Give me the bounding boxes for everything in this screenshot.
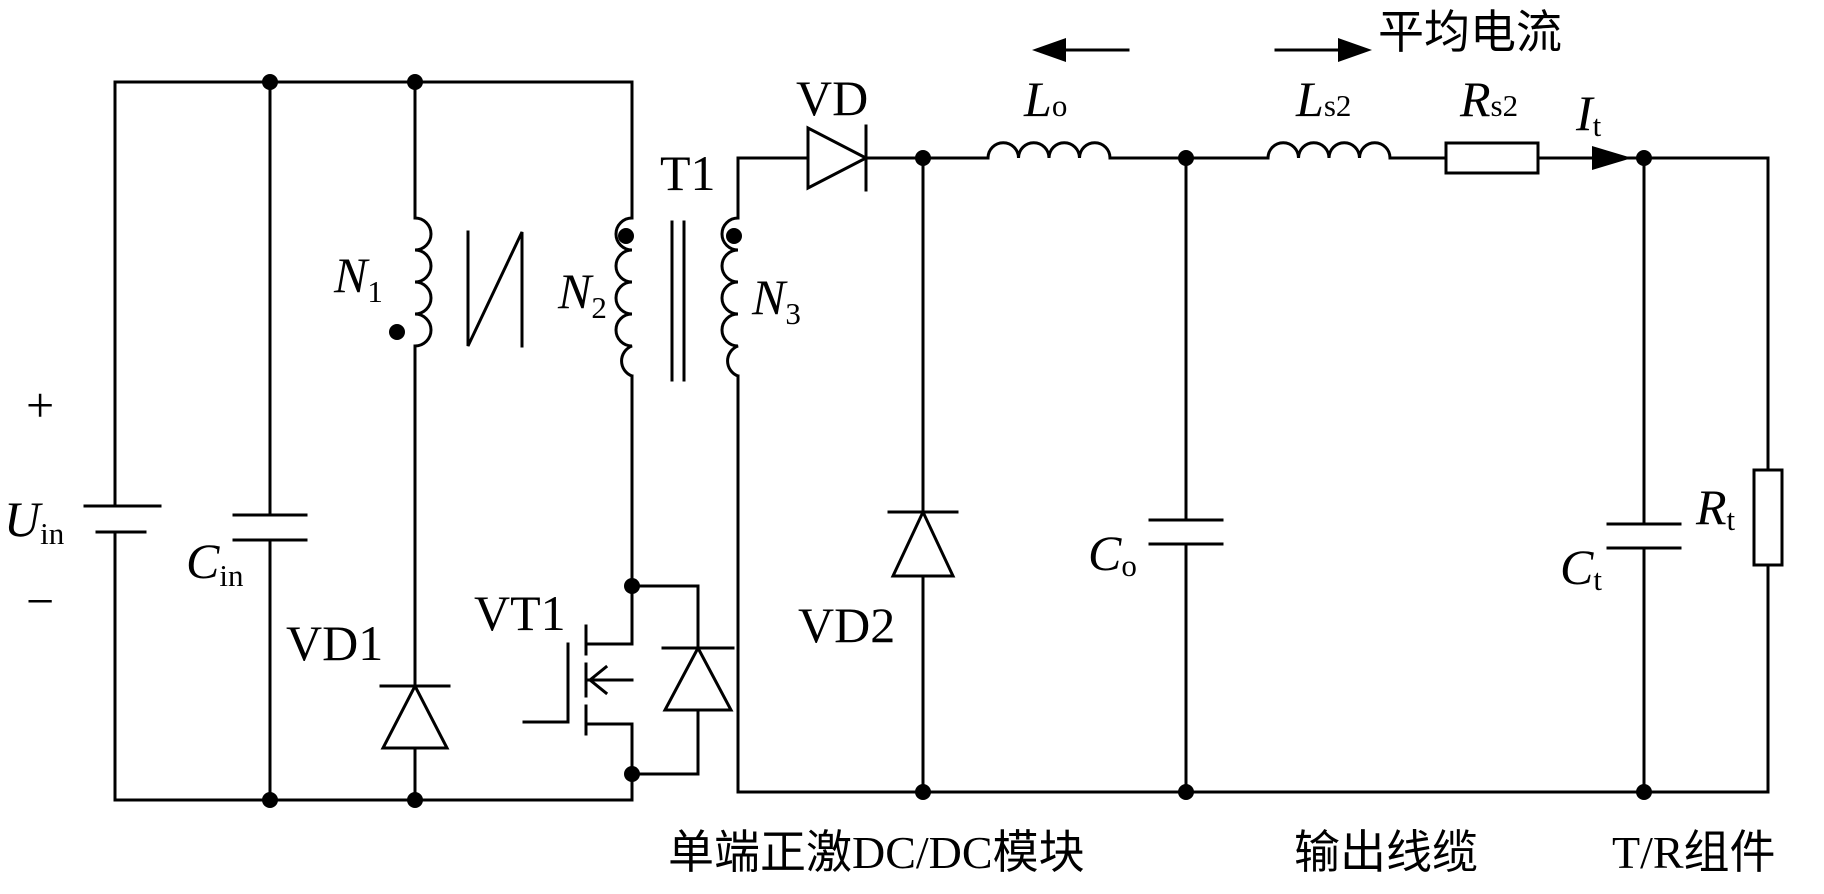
junction-dots bbox=[262, 74, 1652, 808]
average-current-arrows bbox=[1032, 38, 1372, 62]
vd2-diode-symbol bbox=[887, 508, 959, 578]
rt-resistor-symbol bbox=[1752, 468, 1784, 567]
lo-inductor-symbol bbox=[986, 141, 1112, 159]
n3-label: N3 bbox=[751, 269, 801, 331]
vd1-diode-symbol bbox=[380, 682, 450, 750]
n2-winding bbox=[614, 216, 633, 378]
ct-capacitor-symbol bbox=[1606, 522, 1682, 550]
n1-branch bbox=[379, 80, 524, 802]
lo-label: Lo bbox=[1023, 71, 1067, 127]
reset-winding-symbol bbox=[466, 230, 524, 348]
ls2-label: Ls2 bbox=[1295, 71, 1351, 127]
uin-label: Uin bbox=[4, 491, 65, 551]
section-label-cable: 输出线缆 bbox=[1294, 827, 1478, 878]
rs2-resistor-symbol bbox=[1444, 141, 1540, 175]
co-capacitor-symbol bbox=[1148, 518, 1224, 546]
t1-label: T1 bbox=[660, 145, 716, 201]
vt1-body-diode-symbol bbox=[662, 644, 734, 712]
cin-label: Cin bbox=[186, 533, 244, 593]
co-label: Co bbox=[1088, 525, 1137, 583]
minus-sign: − bbox=[26, 573, 54, 629]
vd-label: VD bbox=[796, 70, 868, 126]
n1-winding bbox=[414, 216, 433, 348]
n2-label: N2 bbox=[557, 263, 607, 325]
transformer-core bbox=[670, 220, 686, 382]
winding-polarity-dots bbox=[389, 228, 742, 340]
n3-winding bbox=[720, 216, 739, 378]
plus-sign: + bbox=[26, 377, 54, 433]
vd-diode-symbol bbox=[806, 124, 870, 192]
uin-battery-symbol bbox=[83, 504, 162, 534]
average-current-label: 平均电流 bbox=[1378, 5, 1562, 59]
it-current-arrow bbox=[1592, 146, 1632, 170]
vt1-label: VT1 bbox=[474, 585, 566, 641]
vd1-label: VD1 bbox=[286, 615, 383, 671]
section-label-tr: T/R组件 bbox=[1612, 827, 1776, 878]
cin-capacitor-symbol bbox=[232, 513, 308, 542]
it-label: It bbox=[1575, 85, 1602, 143]
n2-branch bbox=[614, 80, 735, 776]
n1-label: N1 bbox=[333, 247, 383, 309]
rs2-label: Rs2 bbox=[1459, 71, 1518, 127]
vd2-label: VD2 bbox=[798, 597, 895, 653]
input-wiring bbox=[113, 80, 634, 802]
output-wiring bbox=[720, 156, 1770, 794]
vt1-mosfet-symbol bbox=[522, 624, 634, 802]
ls2-inductor-symbol bbox=[1266, 141, 1392, 159]
section-label-module: 单端正激DC/DC模块 bbox=[668, 827, 1085, 878]
rt-label: Rt bbox=[1695, 479, 1736, 537]
ct-label: Ct bbox=[1560, 539, 1602, 597]
